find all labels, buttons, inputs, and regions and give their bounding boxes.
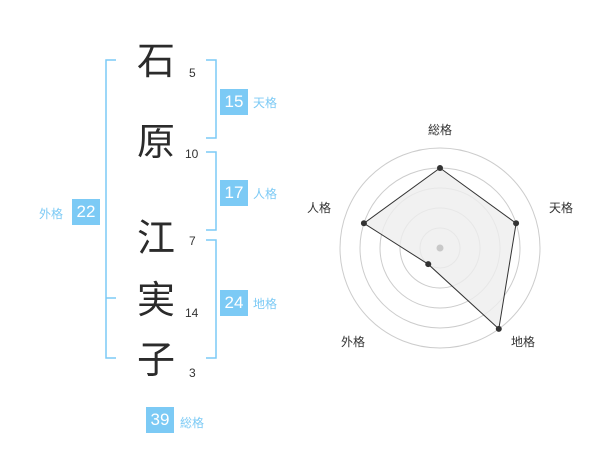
radar-ring	[339, 147, 541, 349]
radar-axis-label-tenkaku: 天格	[548, 201, 573, 215]
soukaku-label: 総格	[180, 416, 205, 430]
chikaku-label: 地格	[253, 297, 278, 311]
jinkaku-bracket	[206, 151, 217, 231]
radar-point-5	[360, 220, 367, 227]
name-char-5: 子	[136, 338, 175, 382]
tenkaku-label: 天格	[253, 96, 278, 110]
radar-axis-label-soukaku: 総格	[427, 123, 452, 137]
stroke-count-1: 5	[189, 66, 196, 80]
jinkaku-value: 17	[220, 180, 248, 206]
stroke-count-4: 14	[185, 306, 199, 320]
name-char-1: 石	[136, 39, 175, 83]
stroke-count-2: 10	[185, 147, 199, 161]
stroke-count-5: 3	[189, 366, 196, 380]
name-char-3: 江	[136, 216, 175, 260]
radar-point-3	[495, 325, 502, 332]
radar-axis-label-jinkaku: 人格	[306, 201, 331, 215]
radar-axis-label-gaikaku: 外格	[340, 335, 365, 349]
radar-center-dot	[436, 244, 444, 252]
chikaku-value: 24	[220, 290, 248, 316]
gaikaku-bracket	[105, 59, 116, 359]
radar-point-1	[437, 165, 443, 171]
jinkaku-label: 人格	[253, 187, 278, 201]
stroke-count-3: 7	[189, 234, 196, 248]
radar-points	[360, 165, 520, 332]
tenkaku-bracket	[206, 59, 217, 139]
soukaku-value: 39	[146, 407, 174, 433]
tenkaku-value: 15	[220, 89, 248, 115]
radar-point-2	[513, 220, 520, 227]
name-char-2: 原	[136, 120, 175, 164]
gaikaku-label: 外格	[39, 207, 64, 221]
chikaku-bracket	[206, 239, 217, 359]
radar-axis-label-chikaku: 地格	[510, 335, 535, 349]
name-char-4: 実	[136, 278, 175, 322]
radar-point-4	[425, 261, 432, 268]
gaikaku-value: 22	[72, 199, 100, 225]
